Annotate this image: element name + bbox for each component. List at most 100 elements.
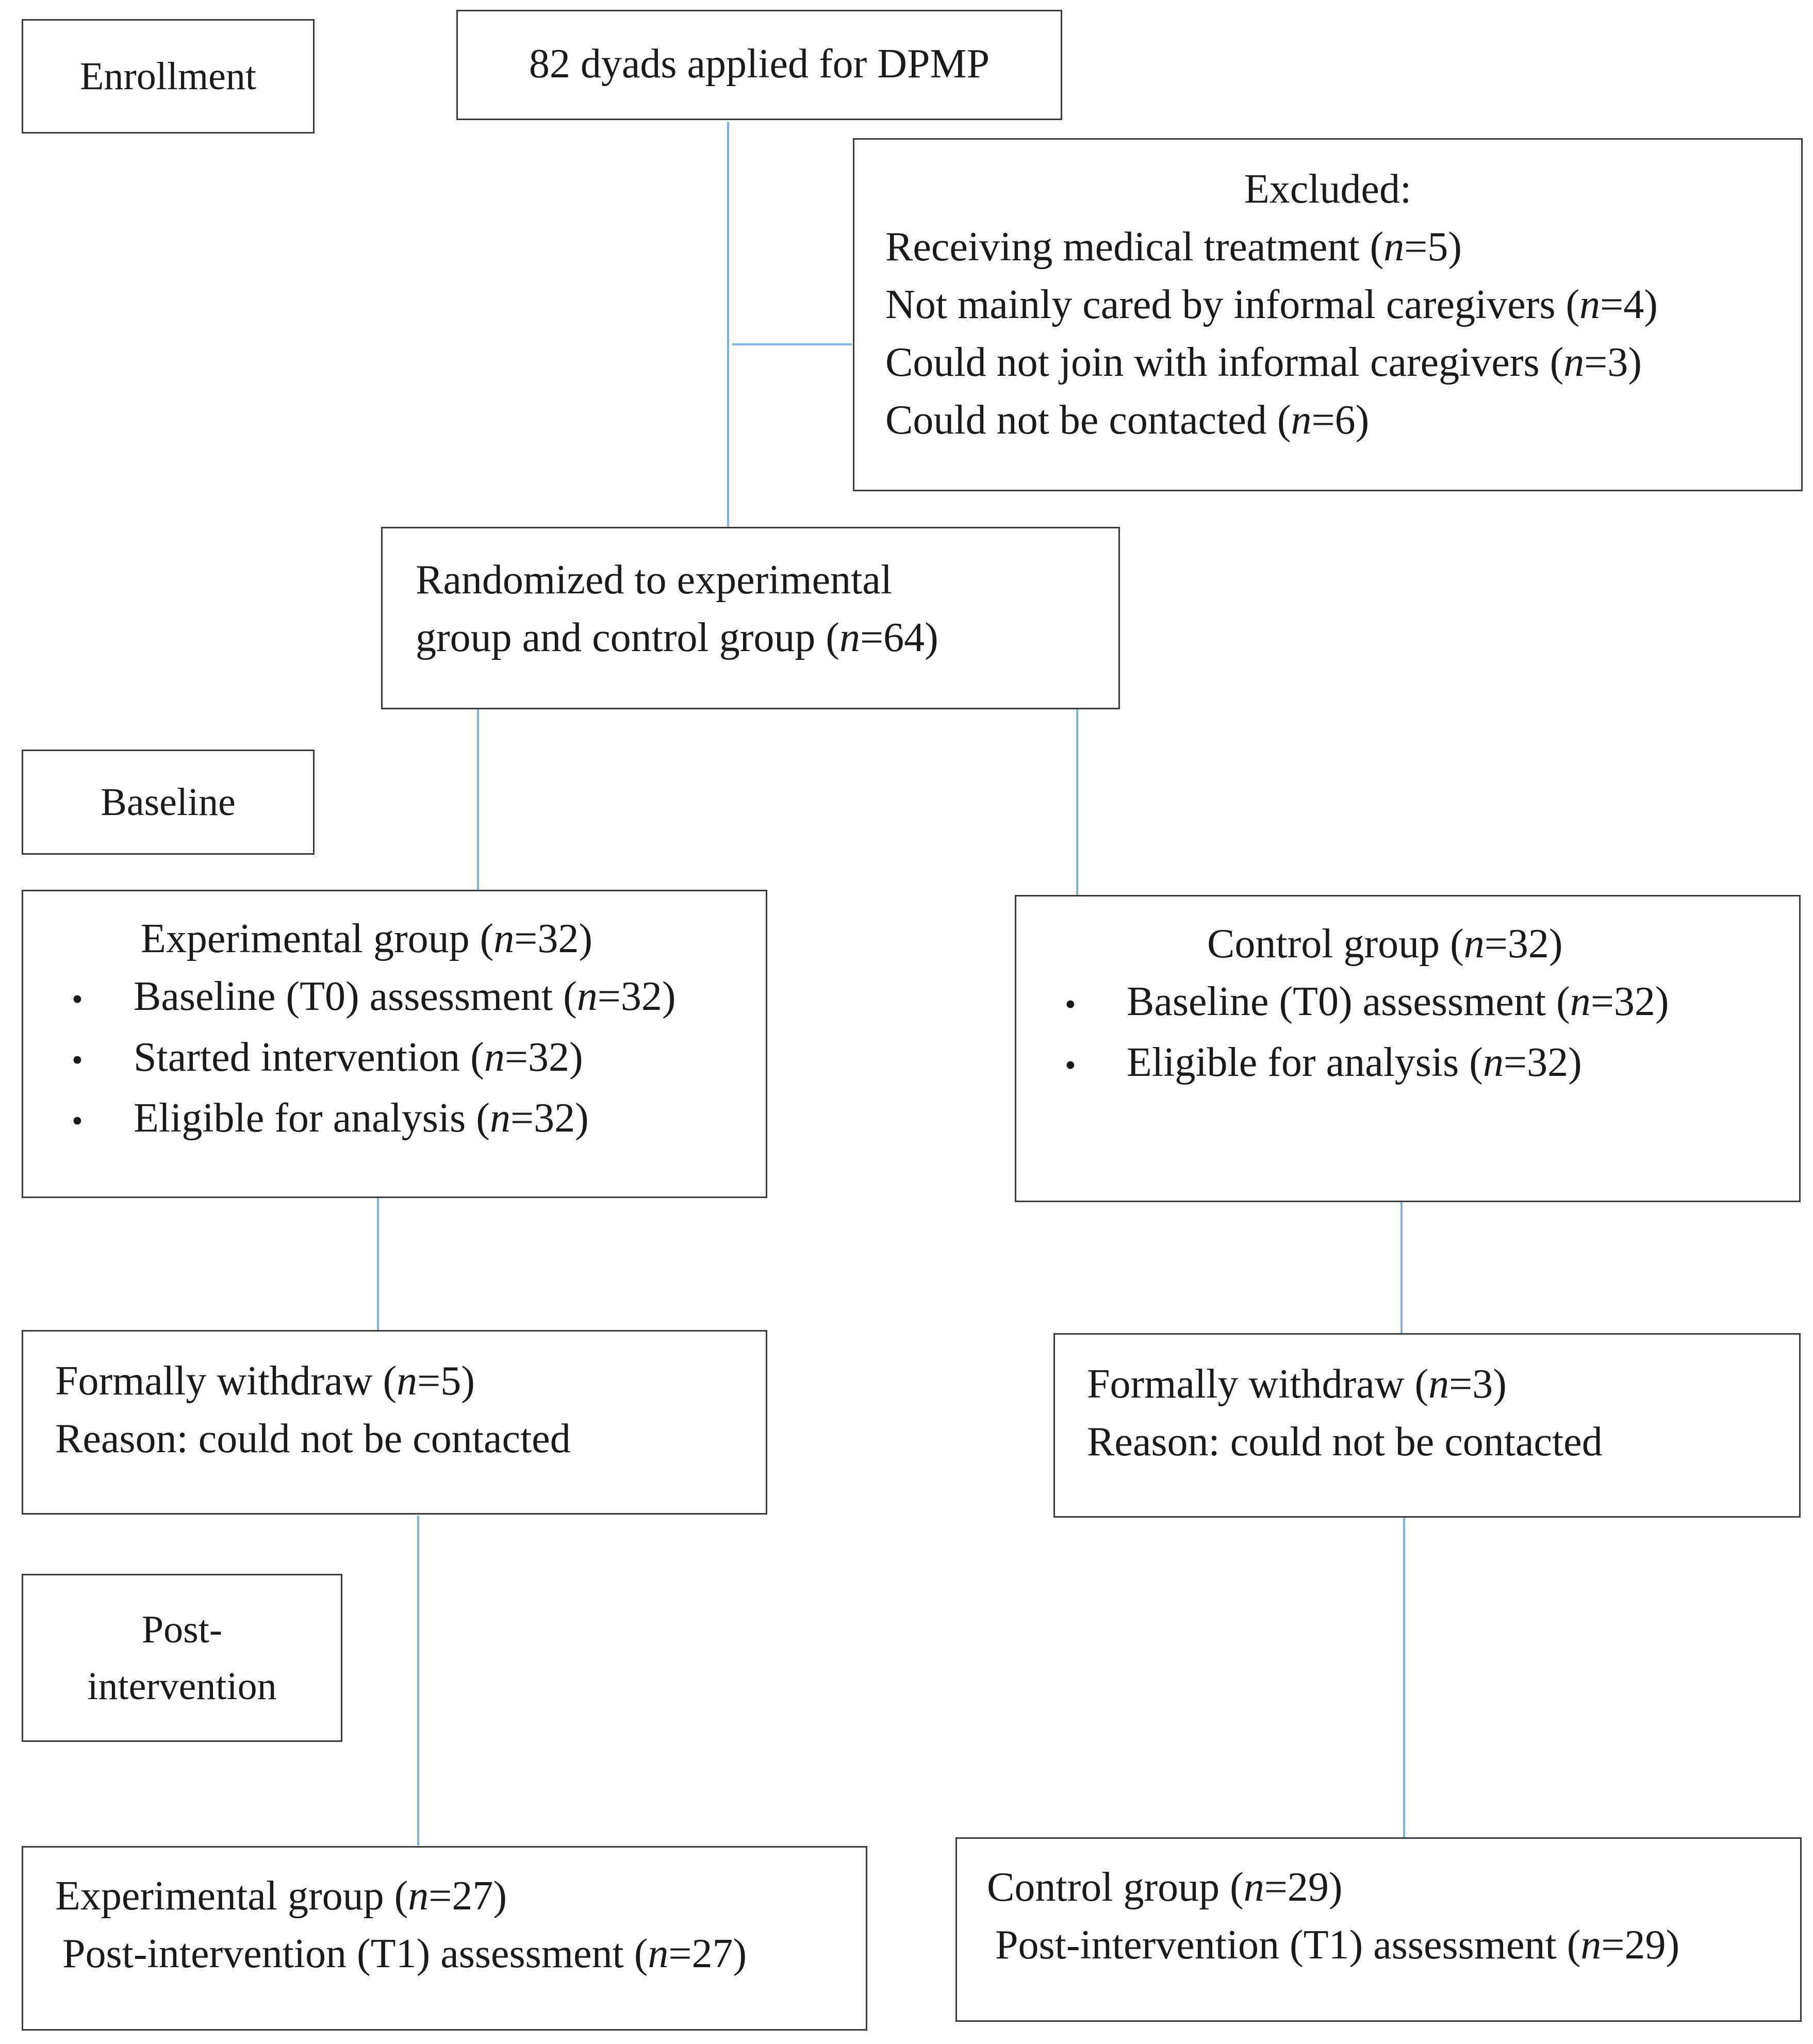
experimental-withdraw-reason: Reason: could not be contacted [55,1416,571,1461]
list-item: •Baseline (T0) assessment (n=32) [46,968,676,1028]
control-withdraw-label: Formally withdraw [1087,1361,1405,1407]
excluded-item-label: Not mainly cared by informal caregivers [885,282,1556,327]
experimental-post-n: 27 [452,1873,493,1919]
connector-control-withdraw-to-post [1403,1509,1405,1838]
experimental-baseline-bullets: •Baseline (T0) assessment (n=32) •Starte… [46,968,676,1150]
experimental-baseline-title-label: Experimental group [141,916,470,961]
n-var: n [408,1873,429,1919]
control-withdraw-n: 3 [1472,1361,1493,1407]
experimental-post-box: Experimental group (n=27) Post-intervent… [22,1846,867,2031]
list-item-n: 32 [534,1095,575,1141]
control-post-n: 29 [1287,1865,1329,1910]
control-withdraw-text: Formally withdraw (n=3) Reason: could no… [1087,1355,1603,1471]
connector-randomized-to-experimental [477,709,479,891]
control-baseline-bullets: •Baseline (T0) assessment (n=32) •Eligib… [1039,973,1669,1094]
control-post-title-label: Control group [987,1865,1220,1910]
list-item: •Started intervention (n=32) [46,1028,676,1089]
bullet-icon: • [1065,987,1076,1022]
n-var: n [1463,921,1485,967]
stage-enrollment-label: Enrollment [80,54,256,98]
excluded-item: Could not join with informal caregivers … [885,340,1642,385]
control-post-box: Control group (n=29) Post-intervention (… [955,1837,1802,2022]
bullet-icon: • [1065,1048,1076,1083]
bullet-icon: • [72,982,83,1017]
experimental-withdraw-n: 5 [440,1358,462,1404]
control-post-assessment: Post-intervention (T1) assessment (n=29) [995,1922,1680,1968]
randomized-line2: group and control group (n=64) [416,615,938,660]
list-item: •Eligible for analysis (n=32) [1039,1034,1669,1094]
n-var: n [1482,1040,1504,1085]
experimental-post-assessment-label: Post-intervention (T1) assessment [62,1931,624,1976]
list-item-n: 32 [1613,979,1655,1024]
experimental-post-title: Experimental group (n=27) [55,1873,507,1919]
experimental-baseline-title: Experimental group (n=32) [141,916,592,961]
list-item-label: Baseline (T0) assessment [1127,979,1546,1024]
stage-post-label-line2: intervention [87,1665,277,1708]
excluded-item-n: 3 [1607,340,1628,385]
list-item-n: 32 [620,974,662,1019]
control-post-text: Control group (n=29) Post-intervention (… [987,1858,1679,1974]
control-withdraw-reason: Reason: could not be contacted [1087,1419,1603,1465]
experimental-baseline-box: Experimental group (n=32) • Baseline (T0)… [22,890,767,1198]
n-var: n [489,1095,510,1141]
control-post-assessment-label: Post-intervention (T1) assessment [995,1922,1557,1968]
n-var: n [1579,282,1601,327]
excluded-box: Excluded: Receiving medical treatment (n… [853,138,1803,491]
randomized-box: Randomized to experimental group and con… [381,527,1120,709]
excluded-item-label: Could not join with informal caregivers [885,340,1540,385]
applied-text: 82 dyads applied for DPMP [529,41,990,87]
experimental-baseline-n: 32 [537,916,579,961]
n-var: n [1563,340,1585,385]
n-var: n [1243,1865,1264,1910]
n-var: n [397,1358,418,1404]
excluded-title: Excluded: [1244,167,1412,212]
bullet-icon: • [72,1104,83,1139]
randomized-line2-label: group and control group [416,615,816,660]
n-var: n [484,1035,505,1080]
n-var: n [1580,1922,1602,1968]
list-item-n: 32 [528,1035,569,1080]
experimental-withdraw-text: Formally withdraw (n=5) Reason: could no… [55,1352,571,1468]
applied-box: 82 dyads applied for DPMP [456,10,1062,120]
excluded-item: Not mainly cared by informal caregivers … [885,282,1658,327]
experimental-post-title-label: Experimental group [55,1873,384,1919]
experimental-withdraw-line: Formally withdraw (n=5) [55,1358,475,1404]
list-item-label: Started intervention [134,1035,460,1080]
randomized-text: Randomized to experimental group and con… [416,551,938,667]
n-var: n [648,1931,669,1976]
connector-applied-to-randomized [727,122,729,527]
excluded-item: Could not be contacted (n=6) [885,397,1370,443]
list-item: •Baseline (T0) assessment (n=32) [1039,973,1669,1034]
n-var: n [1428,1361,1449,1407]
connector-experimental-to-withdraw [377,1198,379,1331]
list-item: •Eligible for analysis (n=32) [46,1089,676,1150]
n-var: n [839,615,861,660]
n-var: n [1291,397,1312,443]
control-baseline-title: Control group (n=32) [1207,921,1563,967]
experimental-post-assessment: Post-intervention (T1) assessment (n=27) [62,1931,747,1976]
connector-to-excluded [732,343,852,345]
excluded-item-label: Could not be contacted [885,397,1267,443]
list-item-label: Eligible for analysis [134,1095,466,1141]
stage-post-label-line1: Post- [141,1607,223,1651]
connector-control-to-withdraw [1400,1198,1403,1334]
stage-post-intervention: Post- intervention [22,1574,342,1742]
excluded-item: Receiving medical treatment (n=5) [885,224,1462,270]
control-withdraw-line: Formally withdraw (n=3) [1087,1361,1507,1407]
stage-baseline: Baseline [22,750,315,855]
connector-experimental-withdraw-to-post [417,1516,419,1846]
n-var: n [576,974,598,1019]
list-item-label: Eligible for analysis [1127,1040,1459,1085]
excluded-item-n: 6 [1334,397,1356,443]
excluded-item-label: Receiving medical treatment [885,224,1360,270]
control-withdraw-box: Formally withdraw (n=3) Reason: could no… [1053,1333,1801,1518]
experimental-post-assessment-n: 27 [691,1931,733,1976]
experimental-withdraw-box: Formally withdraw (n=5) Reason: could no… [22,1330,767,1515]
control-baseline-box: Control group (n=32) • Baseline (T0) asse… [1015,895,1801,1202]
randomized-line1: Randomized to experimental [416,557,893,603]
list-item-label: Baseline (T0) assessment [134,974,553,1019]
control-baseline-title-label: Control group [1207,921,1440,967]
control-post-title: Control group (n=29) [987,1865,1343,1910]
n-var: n [1570,979,1591,1024]
experimental-withdraw-label: Formally withdraw [55,1358,373,1404]
